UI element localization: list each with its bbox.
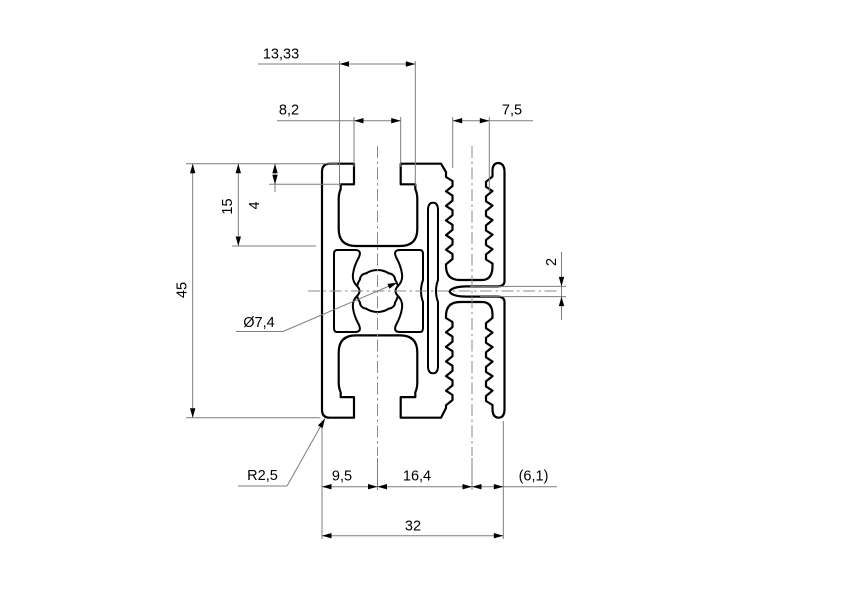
dim-label-gap: 2 xyxy=(544,258,560,266)
profile-outline xyxy=(320,161,506,419)
dimension-labels: 13,33 8,2 7,5 45 15 4 2 Ø7,4 R2,5 9,5 16… xyxy=(175,47,561,535)
dim-label-groove-width: 13,33 xyxy=(263,47,299,63)
stadium-slot xyxy=(427,201,439,375)
dim-label-channel-width: 7,5 xyxy=(502,103,522,119)
dim-label-spacing: 16,4 xyxy=(403,469,431,485)
dim-label-bore: Ø7,4 xyxy=(243,315,274,331)
screw-bore xyxy=(355,269,400,313)
dim-label-slot-opening: 8,2 xyxy=(279,103,299,119)
dim-label-offset-left: 9,5 xyxy=(332,469,352,485)
centerlines xyxy=(308,146,560,456)
dim-label-slot-depth: 15 xyxy=(220,198,236,214)
dim-label-lip-depth: 4 xyxy=(247,201,263,209)
right-cavity xyxy=(394,249,424,333)
dim-label-width: 32 xyxy=(405,519,421,535)
dim-label-height: 45 xyxy=(175,282,191,298)
dimension-lines xyxy=(186,61,566,539)
dim-label-radius: R2,5 xyxy=(247,468,278,484)
dim-label-offset-right: (6,1) xyxy=(519,469,549,485)
